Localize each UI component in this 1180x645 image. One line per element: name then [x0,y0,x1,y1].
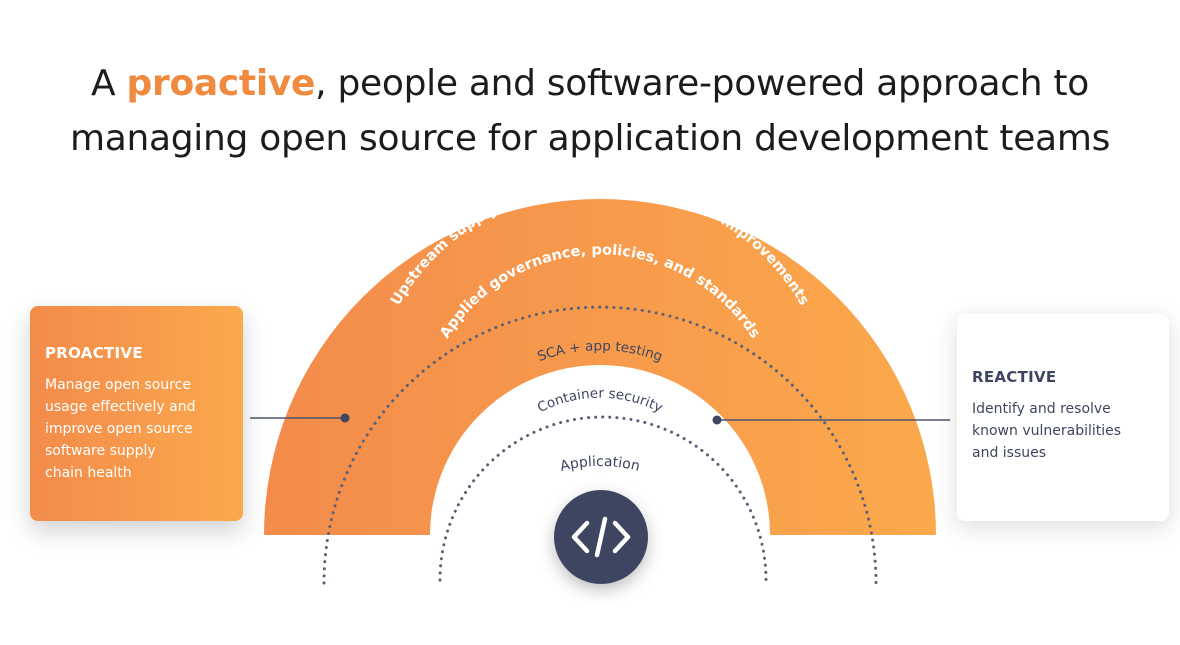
headline-highlight: proactive [126,63,316,104]
code-brackets-icon [554,490,648,584]
inner-dotted-arc [438,415,768,582]
reactive-connector-dot [712,415,722,425]
application-label: Application [559,454,642,475]
orange-arc-band [264,199,936,535]
headline-prefix: A [91,63,127,104]
proactive-title: PROACTIVE [45,344,143,362]
proactive-body-line: chain health [45,465,132,481]
reactive-body-line: and issues [972,445,1047,461]
container-security-label: Container security [535,386,665,416]
proactive-connector-dot [340,413,350,423]
outer-dotted-arc [322,305,878,585]
reactive-title: REACTIVE [972,368,1057,386]
proactive-body-line: usage effectively and [45,399,196,415]
proactive-body: Manage open source usage effectively and… [45,374,228,484]
headline-line2: managing open source for application dev… [69,118,1111,159]
proactive-body-line: Manage open source [45,377,191,393]
proactive-card: PROACTIVE Manage open source usage effec… [30,306,243,521]
proactive-body-line: software supply [45,443,156,459]
reactive-body-line: Identify and resolve [972,401,1111,417]
reactive-body: Identify and resolve known vulnerabiliti… [972,398,1154,464]
proactive-body-line: improve open source [45,421,193,437]
headline: A proactive, people and software-powered… [0,56,1180,166]
reactive-body-line: known vulnerabilities [972,423,1122,439]
reactive-card: REACTIVE Identify and resolve known vuln… [957,314,1169,521]
headline-line1-rest: , people and software-powered approach t… [315,63,1089,104]
